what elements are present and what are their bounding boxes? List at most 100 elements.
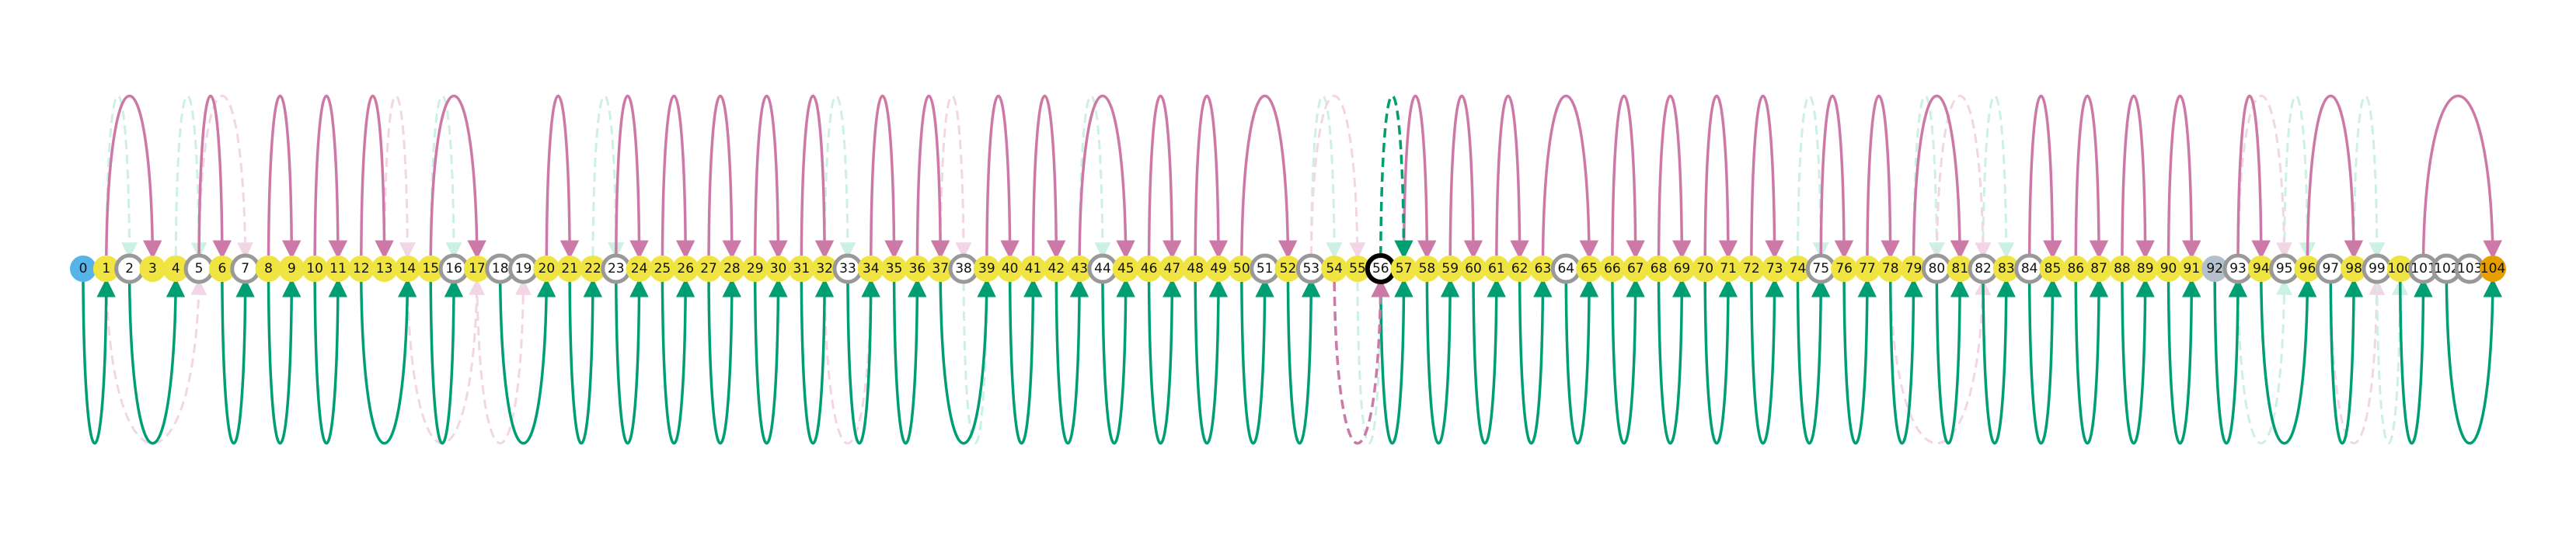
edge-pink-41-42 [1031,94,1066,259]
node-circle-104 [2480,256,2506,282]
node-label-38: 38 [955,261,972,276]
node-103: 103 [2454,253,2485,284]
node-circle-42 [1043,256,1070,282]
node-circle-46 [1135,256,1163,282]
node-label-45: 45 [1117,261,1135,276]
node-label-27: 27 [700,261,717,276]
node-circle-72 [1738,256,1765,282]
node-label-52: 52 [1280,261,1297,276]
node-circle-78 [1877,256,1904,282]
node-circle-35 [880,256,908,282]
node-label-92: 92 [2206,261,2223,276]
node-label-47: 47 [1164,261,1181,276]
edge-pink-75-76 [1819,94,1854,259]
node-89: 89 [2132,256,2159,282]
node-label-24: 24 [631,261,648,276]
node-circle-4 [162,256,190,282]
node-circle-24 [626,256,653,282]
edge-pink-39-40 [985,94,1020,259]
node-46: 46 [1135,256,1163,282]
node-98: 98 [2341,256,2368,282]
edge-pink-88-89 [2121,94,2155,259]
faint-edge-43-44 [1078,95,1111,259]
node-45: 45 [1112,256,1139,282]
node-circle-15 [417,256,444,282]
edge-green-74-75 [1796,278,1831,445]
faint-edge-4-5 [174,95,207,259]
node-circle-12 [347,256,375,282]
node-circle-92 [2201,256,2229,282]
node-3: 3 [139,256,166,282]
node-91: 91 [2178,256,2205,282]
node-label-18: 18 [492,261,509,276]
node-1: 1 [92,256,120,282]
faint-edge-82-83 [1982,95,2015,259]
node-circle-52 [1274,256,1302,282]
edge-green-18-20 [498,278,556,445]
node-label-42: 42 [1048,261,1065,276]
node-20: 20 [533,256,560,282]
node-label-39: 39 [978,261,995,276]
node-38: 38 [948,253,979,284]
node-59: 59 [1437,256,1464,282]
edge-green-8-9 [267,278,302,445]
node-circle-68 [1645,256,1672,282]
node-circle-13 [371,256,398,282]
node-73: 73 [1761,256,1788,282]
node-label-21: 21 [561,261,578,276]
node-label-11: 11 [329,261,347,276]
faint-edge-17-19 [476,278,532,444]
node-94: 94 [2247,256,2274,282]
edge-green-62-63 [1518,278,1553,445]
edge-pink-5-6 [197,94,232,259]
node-label-43: 43 [1071,261,1088,276]
node-label-50: 50 [1233,261,1250,276]
node-label-48: 48 [1187,261,1204,276]
node-circle-91 [2178,256,2205,282]
node-circle-87 [2086,256,2113,282]
node-15: 15 [417,256,444,282]
node-circle-71 [1715,256,1742,282]
node-label-99: 99 [2369,261,2386,276]
edge-green-82-83 [1982,278,2016,445]
node-65: 65 [1576,256,1603,282]
node-5: 5 [183,253,214,284]
faint-edge-5-7 [197,95,254,259]
edge-pink-101-104 [2421,94,2502,259]
node-85: 85 [2039,256,2066,282]
node-circle-83 [1992,256,2020,282]
node-label-72: 72 [1743,261,1760,276]
edge-green-12-14 [360,278,417,445]
node-circle-76 [1831,256,1858,282]
edge-pink-66-67 [1611,94,1645,259]
edge-green-90-91 [2166,278,2201,445]
node-label-67: 67 [1627,261,1644,276]
node-circle-47 [1159,256,1186,282]
faint-edge-15-16 [429,95,462,259]
node-50: 50 [1228,256,1255,282]
node-100: 100 [2386,256,2414,282]
edge-pink-84-85 [2027,94,2062,259]
node-circle-74 [1784,256,1811,282]
faint-edge-1-5 [105,278,207,445]
node-circle-11 [324,256,351,282]
node-13: 13 [371,256,398,282]
edge-pink-23-24 [615,94,649,259]
node-circle-37 [927,256,954,282]
edge-pink-29-30 [753,94,788,259]
node-label-13: 13 [376,261,393,276]
faint-edge-93-95 [2236,95,2292,259]
node-label-84: 84 [2021,261,2038,276]
node-68: 68 [1645,256,1672,282]
node-40: 40 [996,256,1023,282]
node-label-37: 37 [932,261,949,276]
edge-pink-61-62 [1495,94,1529,259]
node-label-29: 29 [747,261,764,276]
faint-edge-79-80 [1912,95,1945,259]
edge-green-52-53 [1286,278,1321,445]
node-label-19: 19 [515,261,532,276]
node-circle-31 [788,256,815,282]
node-label-68: 68 [1651,261,1668,276]
edge-green-25-26 [661,278,695,445]
